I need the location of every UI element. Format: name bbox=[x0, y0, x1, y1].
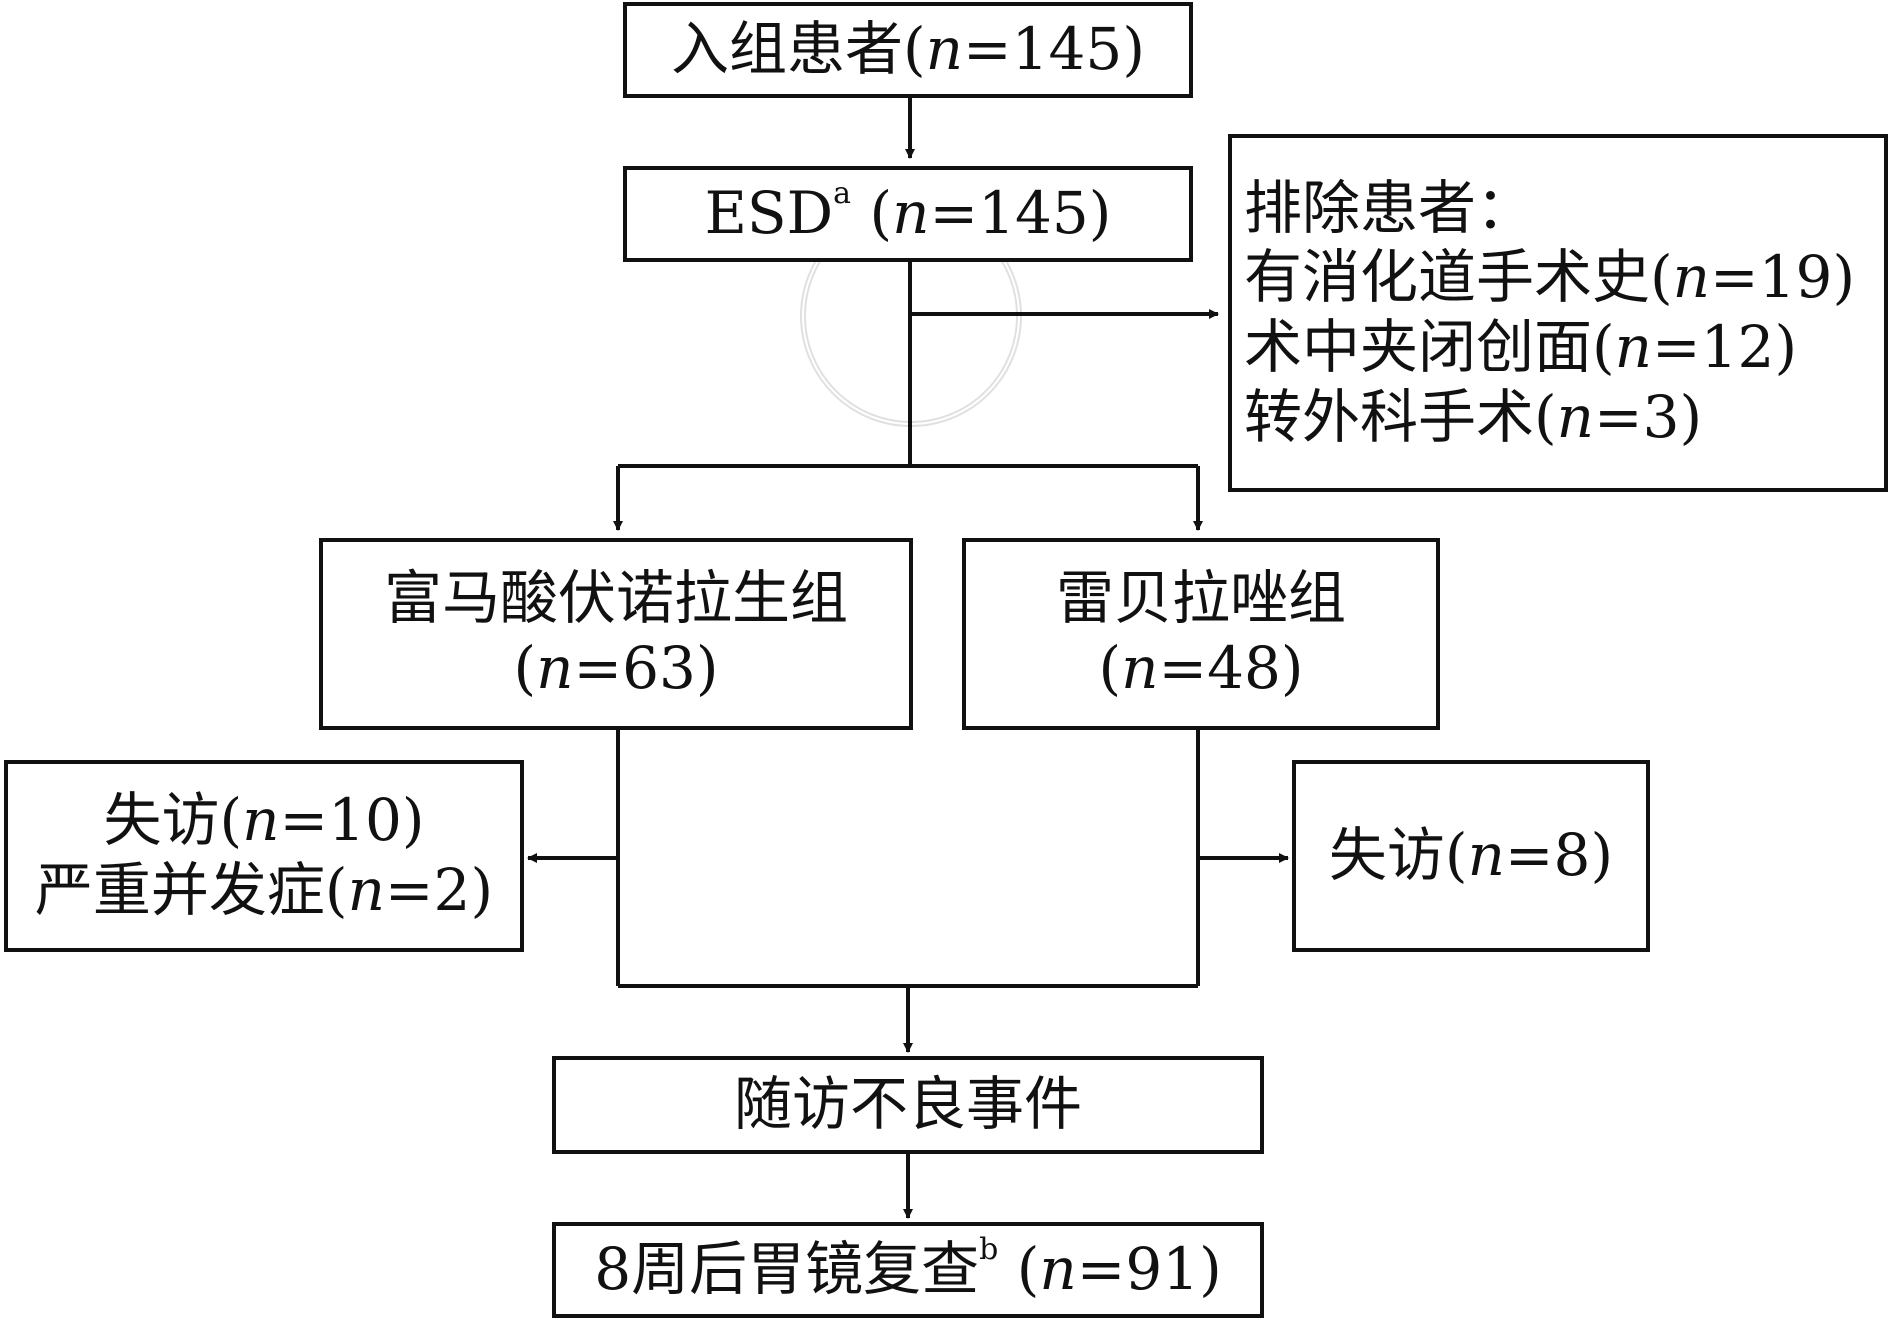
box-followup: 随访不良事件 bbox=[552, 1056, 1264, 1154]
n-symbol: n bbox=[1556, 382, 1595, 451]
lost-left-label: 严重并发症 bbox=[34, 856, 325, 924]
enrolled-n: 145 bbox=[1011, 15, 1123, 84]
box-vonoprazan-group: 富马酸伏诺拉生组 (n=63) bbox=[319, 538, 913, 730]
excluded-item: 转外科手术(n=3) bbox=[1244, 382, 1703, 451]
excluded-item-n: 3 bbox=[1642, 382, 1680, 451]
enrolled-text: 入组患者(n=145) bbox=[671, 15, 1145, 84]
esd-footnote: a bbox=[833, 176, 852, 212]
lost-left-item: 失访(n=10) bbox=[103, 786, 425, 855]
excluded-item-n: 19 bbox=[1758, 243, 1833, 312]
lost-right-label: 失访 bbox=[1328, 821, 1445, 890]
box-excluded: 排除患者： 有消化道手术史(n=19) 术中夹闭创面(n=12) 转外科手术(n… bbox=[1228, 134, 1888, 492]
n-symbol: n bbox=[347, 856, 385, 924]
n-symbol: n bbox=[1467, 821, 1505, 890]
lost-left-n: 10 bbox=[328, 786, 402, 855]
excluded-item-label: 术中夹闭创面 bbox=[1244, 313, 1593, 381]
box-enrolled: 入组患者(n=145) bbox=[623, 2, 1193, 98]
enrolled-label: 入组患者 bbox=[671, 15, 904, 84]
esd-label: ESD bbox=[704, 179, 834, 248]
excluded-item: 术中夹闭创面(n=12) bbox=[1244, 313, 1798, 381]
n-symbol: n bbox=[1672, 243, 1711, 312]
esd-text: ESDa (n=145) bbox=[704, 176, 1112, 248]
rabeprazole-label: 雷贝拉唑组 bbox=[1055, 564, 1346, 633]
rabeprazole-n: 48 bbox=[1207, 634, 1281, 702]
vonoprazan-n-line: (n=63) bbox=[513, 634, 719, 702]
n-symbol: n bbox=[892, 179, 930, 248]
box-rabeprazole-group: 雷贝拉唑组 (n=48) bbox=[962, 538, 1440, 730]
n-symbol: n bbox=[925, 15, 964, 84]
n-symbol: n bbox=[1121, 634, 1159, 702]
followup-label: 随访不良事件 bbox=[733, 1070, 1082, 1139]
box-recheck: 8周后胃镜复查b (n=91) bbox=[552, 1222, 1264, 1318]
recheck-n: 91 bbox=[1125, 1235, 1200, 1304]
excluded-title: 排除患者： bbox=[1244, 173, 1535, 242]
vonoprazan-label: 富马酸伏诺拉生组 bbox=[383, 564, 848, 633]
excluded-item-label: 有消化道手术史 bbox=[1244, 243, 1651, 312]
n-symbol: n bbox=[242, 786, 280, 855]
box-lost-left: 失访(n=10) 严重并发症(n=2) bbox=[4, 760, 524, 952]
n-symbol: n bbox=[536, 634, 574, 702]
esd-n: 145 bbox=[978, 179, 1089, 248]
excluded-item-label: 转外科手术 bbox=[1244, 382, 1535, 451]
n-symbol: n bbox=[1614, 313, 1653, 381]
recheck-footnote: b bbox=[979, 1232, 999, 1268]
lost-right-n: 8 bbox=[1553, 821, 1591, 890]
vonoprazan-n: 63 bbox=[622, 634, 696, 702]
lost-left-label: 失访 bbox=[103, 786, 220, 855]
rabeprazole-n-line: (n=48) bbox=[1098, 634, 1304, 702]
recheck-text: 8周后胃镜复查b (n=91) bbox=[594, 1232, 1222, 1304]
lost-left-n: 2 bbox=[433, 856, 471, 924]
recheck-label: 8周后胃镜复查 bbox=[594, 1235, 980, 1304]
n-symbol: n bbox=[1039, 1235, 1077, 1304]
excluded-item-n: 12 bbox=[1700, 313, 1775, 381]
box-lost-right: 失访(n=8) bbox=[1292, 760, 1650, 952]
excluded-item: 有消化道手术史(n=19) bbox=[1244, 243, 1856, 312]
lost-right-text: 失访(n=8) bbox=[1328, 821, 1614, 890]
lost-left-item: 严重并发症(n=2) bbox=[34, 856, 494, 924]
box-esd: ESDa (n=145) bbox=[623, 166, 1193, 262]
